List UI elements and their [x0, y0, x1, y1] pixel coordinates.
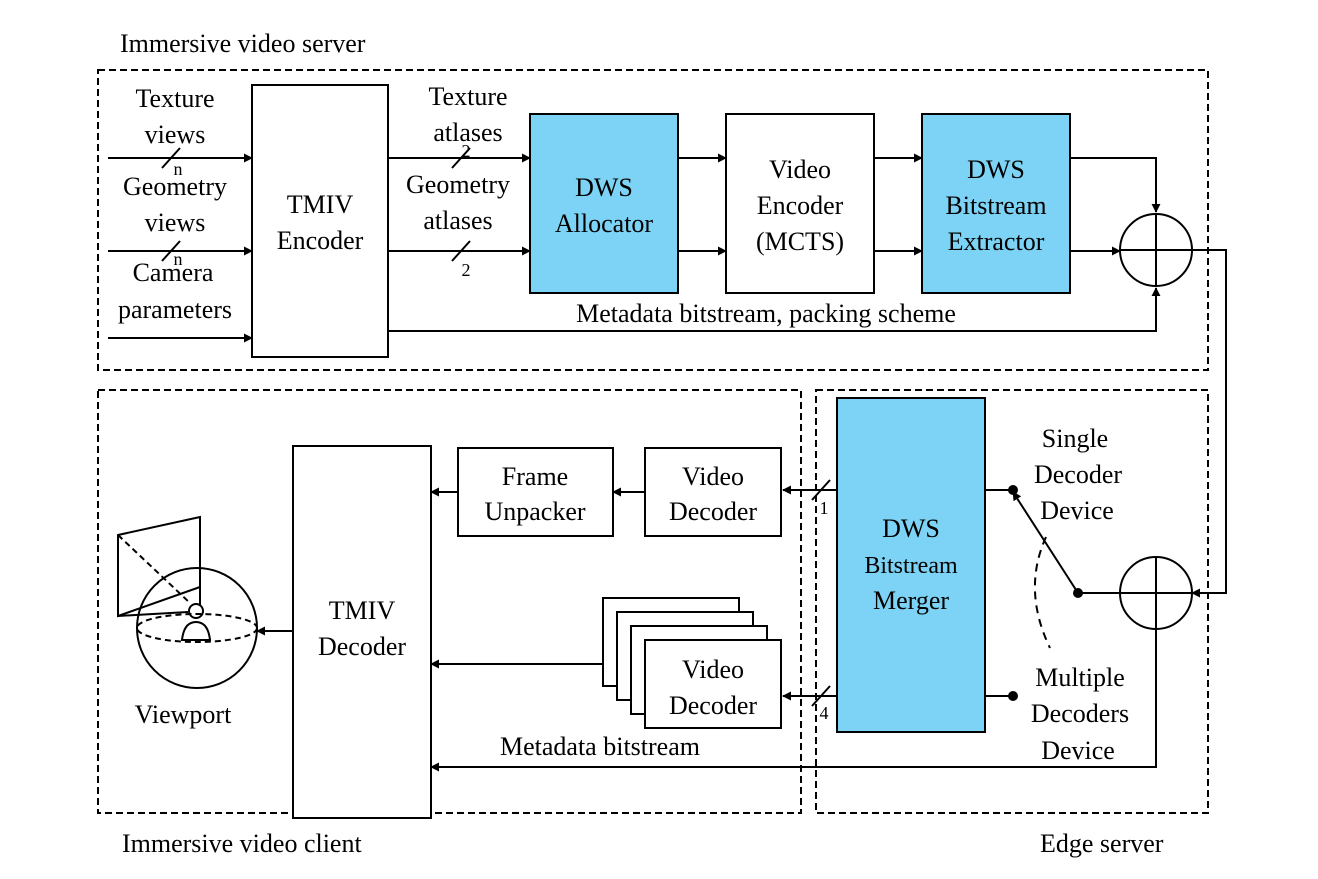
multiple-bus-tick — [811, 685, 831, 707]
metadata-packing-label: Metadata bitstream, packing scheme — [576, 299, 956, 328]
input-camera-label: Camera — [133, 258, 214, 287]
geometry-views-count: n — [174, 249, 183, 269]
geometry-atlases-label-2: atlases — [423, 206, 492, 235]
video-decoder-block — [644, 447, 782, 537]
single-decoder-label: Single — [1042, 424, 1108, 453]
multiple-decoders-label-3: Device — [1041, 736, 1115, 765]
video-decoders-label: Video — [682, 655, 744, 684]
viewport-illustration — [117, 515, 258, 689]
input-geometry-label: Geometry — [123, 172, 227, 201]
video-decoders-label-2: Decoder — [669, 691, 757, 720]
dws-merger-label: DWS — [882, 514, 940, 543]
geometry-atlases-bus-tick — [451, 240, 471, 262]
dws-merger-label-3: Merger — [873, 586, 949, 615]
tmiv-decoder-block — [292, 445, 432, 819]
single-bus-count: 1 — [820, 498, 829, 518]
texture-atlases-bus-tick — [451, 147, 471, 169]
texture-atlases-count: 2 — [462, 141, 471, 161]
server-group-label: Immersive video server — [120, 29, 366, 58]
edge-group-label: Edge server — [1040, 829, 1164, 858]
dws-merger-block — [836, 397, 986, 733]
geometry-atlases-label: Geometry — [406, 170, 510, 199]
metadata-packing-arrow — [388, 287, 1161, 332]
single-decoder-label-2: Decoder — [1034, 460, 1122, 489]
metadata-arrow — [430, 629, 1157, 772]
video-decoder-stack-1 — [644, 639, 782, 729]
multiple-bus-count: 4 — [820, 703, 829, 723]
dws-extractor-label: DWS — [967, 155, 1025, 184]
video-encoder-label-2: Encoder — [757, 191, 844, 220]
metadata-label: Metadata bitstream — [500, 732, 700, 761]
dws-extractor-block — [921, 113, 1071, 294]
tmiv-encoder-label-2: Encoder — [277, 226, 364, 255]
switch-travel-arc — [1033, 536, 1051, 649]
video-encoder-block — [725, 113, 875, 294]
dws-merger-label-2: Bitstream — [864, 553, 958, 579]
switch-arm — [1012, 491, 1079, 594]
geometry-views-bus-tick — [161, 240, 181, 262]
single-decoder-label-3: Device — [1040, 496, 1114, 525]
dws-extractor-label-2: Bitstream — [945, 191, 1046, 220]
input-texture-label: Texture — [135, 84, 214, 113]
server-to-edge-arrow — [1191, 249, 1227, 598]
video-encoder-label-3: (MCTS) — [756, 227, 844, 256]
dws-allocator-label-2: Allocator — [555, 209, 654, 238]
multiple-decoders-label: Multiple — [1035, 663, 1125, 692]
single-bus-tick — [811, 479, 831, 501]
tmiv-decoder-label-2: Decoder — [318, 632, 406, 661]
dws-allocator-label: DWS — [575, 173, 633, 202]
frame-unpacker-label: Frame — [502, 462, 568, 491]
frame-unpacker-block — [457, 447, 614, 537]
dws-allocator-block — [529, 113, 679, 294]
video-encoder-label: Video — [769, 155, 831, 184]
client-group-label: Immersive video client — [122, 829, 362, 858]
tmiv-encoder-block — [251, 84, 389, 358]
server-group — [97, 69, 1209, 371]
tmiv-encoder-label: TMIV — [287, 190, 354, 219]
texture-atlases-label: Texture — [428, 82, 507, 111]
input-texture-label-2: views — [145, 120, 206, 149]
video-decoder-label: Video — [682, 462, 744, 491]
tmiv-decoder-label: TMIV — [329, 596, 396, 625]
input-geometry-label-2: views — [145, 208, 206, 237]
geometry-atlases-count: 2 — [462, 260, 471, 280]
texture-views-bus-tick — [161, 147, 181, 169]
dws-extractor-label-3: Extractor — [948, 227, 1045, 256]
texture-views-count: n — [174, 159, 183, 179]
viewport-label: Viewport — [135, 700, 232, 729]
texture-atlases-label-2: atlases — [433, 118, 502, 147]
client-group — [97, 389, 802, 814]
extractor-to-adder-arrow-1 — [1070, 157, 1161, 213]
video-decoder-label-2: Decoder — [669, 497, 757, 526]
input-camera-label-2: parameters — [118, 295, 232, 324]
frame-unpacker-label-2: Unpacker — [484, 497, 585, 526]
multiple-decoders-label-2: Decoders — [1031, 699, 1129, 728]
